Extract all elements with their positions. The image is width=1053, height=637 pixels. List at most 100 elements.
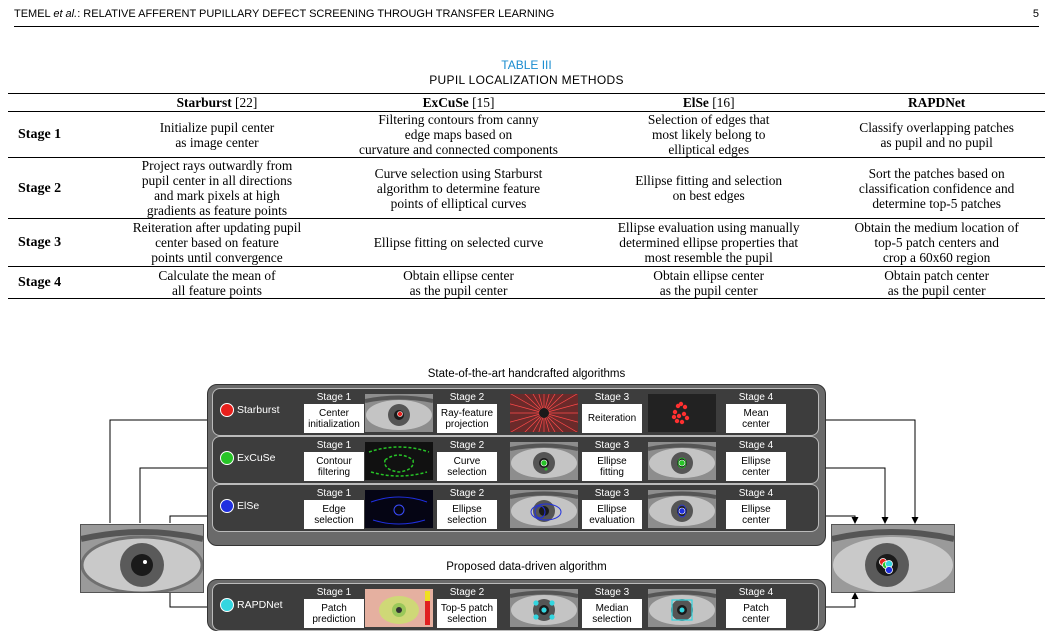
stage-line: Patch: [743, 602, 769, 614]
stage-label: Stage 1: [8, 111, 106, 158]
stage-result-image: [510, 490, 578, 528]
stage-line: center: [742, 466, 770, 478]
stage-title: Stage 3: [594, 440, 630, 451]
header-else: ElSe [16]: [589, 93, 829, 112]
stage-line: projection: [445, 418, 489, 430]
stage-line: center: [742, 418, 770, 430]
cell-line: Initialize pupil center: [159, 119, 275, 135]
color-dot-icon: [220, 598, 234, 612]
stage-line: initialization: [308, 418, 360, 430]
cell-line: as pupil and no pupil: [880, 134, 993, 150]
algorithm-label: ElSe: [220, 499, 259, 513]
stage-title: Stage 4: [738, 392, 774, 403]
algorithm-name: ExCuSe: [237, 452, 276, 464]
stage-line: Ellipse: [597, 455, 627, 467]
cell-line: all feature points: [171, 282, 262, 298]
stage-result-image: [365, 490, 433, 528]
header-starburst: Starburst [22]: [106, 93, 328, 112]
algorithm-name: ElSe: [237, 500, 260, 512]
stage-line: center: [742, 613, 770, 625]
stage-line: Center: [318, 407, 349, 419]
header-rule: [14, 26, 1039, 27]
stage-title: Stage 1: [316, 392, 352, 403]
figure-title-handcrafted: State-of-the-art handcrafted algorithms: [427, 368, 626, 380]
cell-line: Selection of edges that: [647, 112, 770, 127]
stage-result-image: [365, 589, 433, 627]
stage-line: Edge: [322, 503, 346, 515]
cell-line: Project rays outwardly from: [141, 158, 293, 173]
stage-result-image: [648, 589, 716, 627]
stage-line: selection: [314, 514, 354, 526]
algorithm-label: Starburst: [220, 403, 280, 417]
cell-line: Curve selection using Starburst: [374, 165, 543, 181]
table-header-row: Starburst [22] ExCuSe [15] ElSe [16] RAP…: [8, 93, 1045, 112]
cell-line: Obtain ellipse center: [653, 267, 765, 283]
stage-result-image: [648, 394, 716, 432]
stage-result-image: [365, 394, 433, 432]
header-rapdnet: RAPDNet: [828, 93, 1045, 112]
stage-line: Ellipse: [597, 503, 627, 515]
cell-line: Ellipse evaluation using manually: [617, 220, 800, 235]
cell-line: as the pupil center: [409, 282, 508, 298]
cell-line: gradients as feature points: [146, 203, 288, 218]
cell-line: top-5 patch centers and: [874, 235, 999, 250]
stage-title: Stage 1: [316, 587, 352, 598]
cell-line: Obtain ellipse center: [403, 267, 514, 283]
color-dot-icon: [220, 451, 234, 465]
stage-title: Stage 4: [738, 488, 774, 499]
cell-line: Ellipse fitting on selected curve: [373, 235, 544, 250]
stage-line: selection: [447, 514, 487, 526]
stage-result-image: [365, 442, 433, 480]
cell-line: determined ellipse properties that: [619, 235, 799, 250]
cell-line: pupil center in all directions: [141, 173, 293, 188]
color-dot-icon: [220, 499, 234, 513]
cell-line: curvature and connected components: [359, 142, 558, 157]
cell-line: algorithm to determine feature: [376, 180, 541, 196]
stage-line: selection: [447, 613, 487, 625]
stage-line: center: [742, 514, 770, 526]
table-number: TABLE III: [501, 58, 552, 72]
algorithm-label: ExCuSe: [220, 451, 276, 465]
stage-description: Reiteration: [582, 404, 642, 433]
figure-title-data-driven: Proposed data-driven algorithm: [446, 561, 607, 573]
stage-label: Stage 3: [8, 218, 106, 267]
cell-line: edge maps based on: [404, 127, 513, 142]
methods-table: Starburst [22] ExCuSe [15] ElSe [16] RAP…: [8, 93, 1045, 299]
running-title: TEMEL et al.: RELATIVE AFFERENT PUPILLAR…: [14, 8, 555, 20]
cell-line: Obtain the medium location of: [854, 220, 1019, 235]
pipeline-figure: State-of-the-art handcrafted algorithms …: [0, 360, 1053, 637]
cell-line: Classify overlapping patches: [859, 119, 1014, 135]
stage-title: Stage 2: [449, 392, 485, 403]
algorithm-name: RAPDNet: [237, 599, 283, 611]
